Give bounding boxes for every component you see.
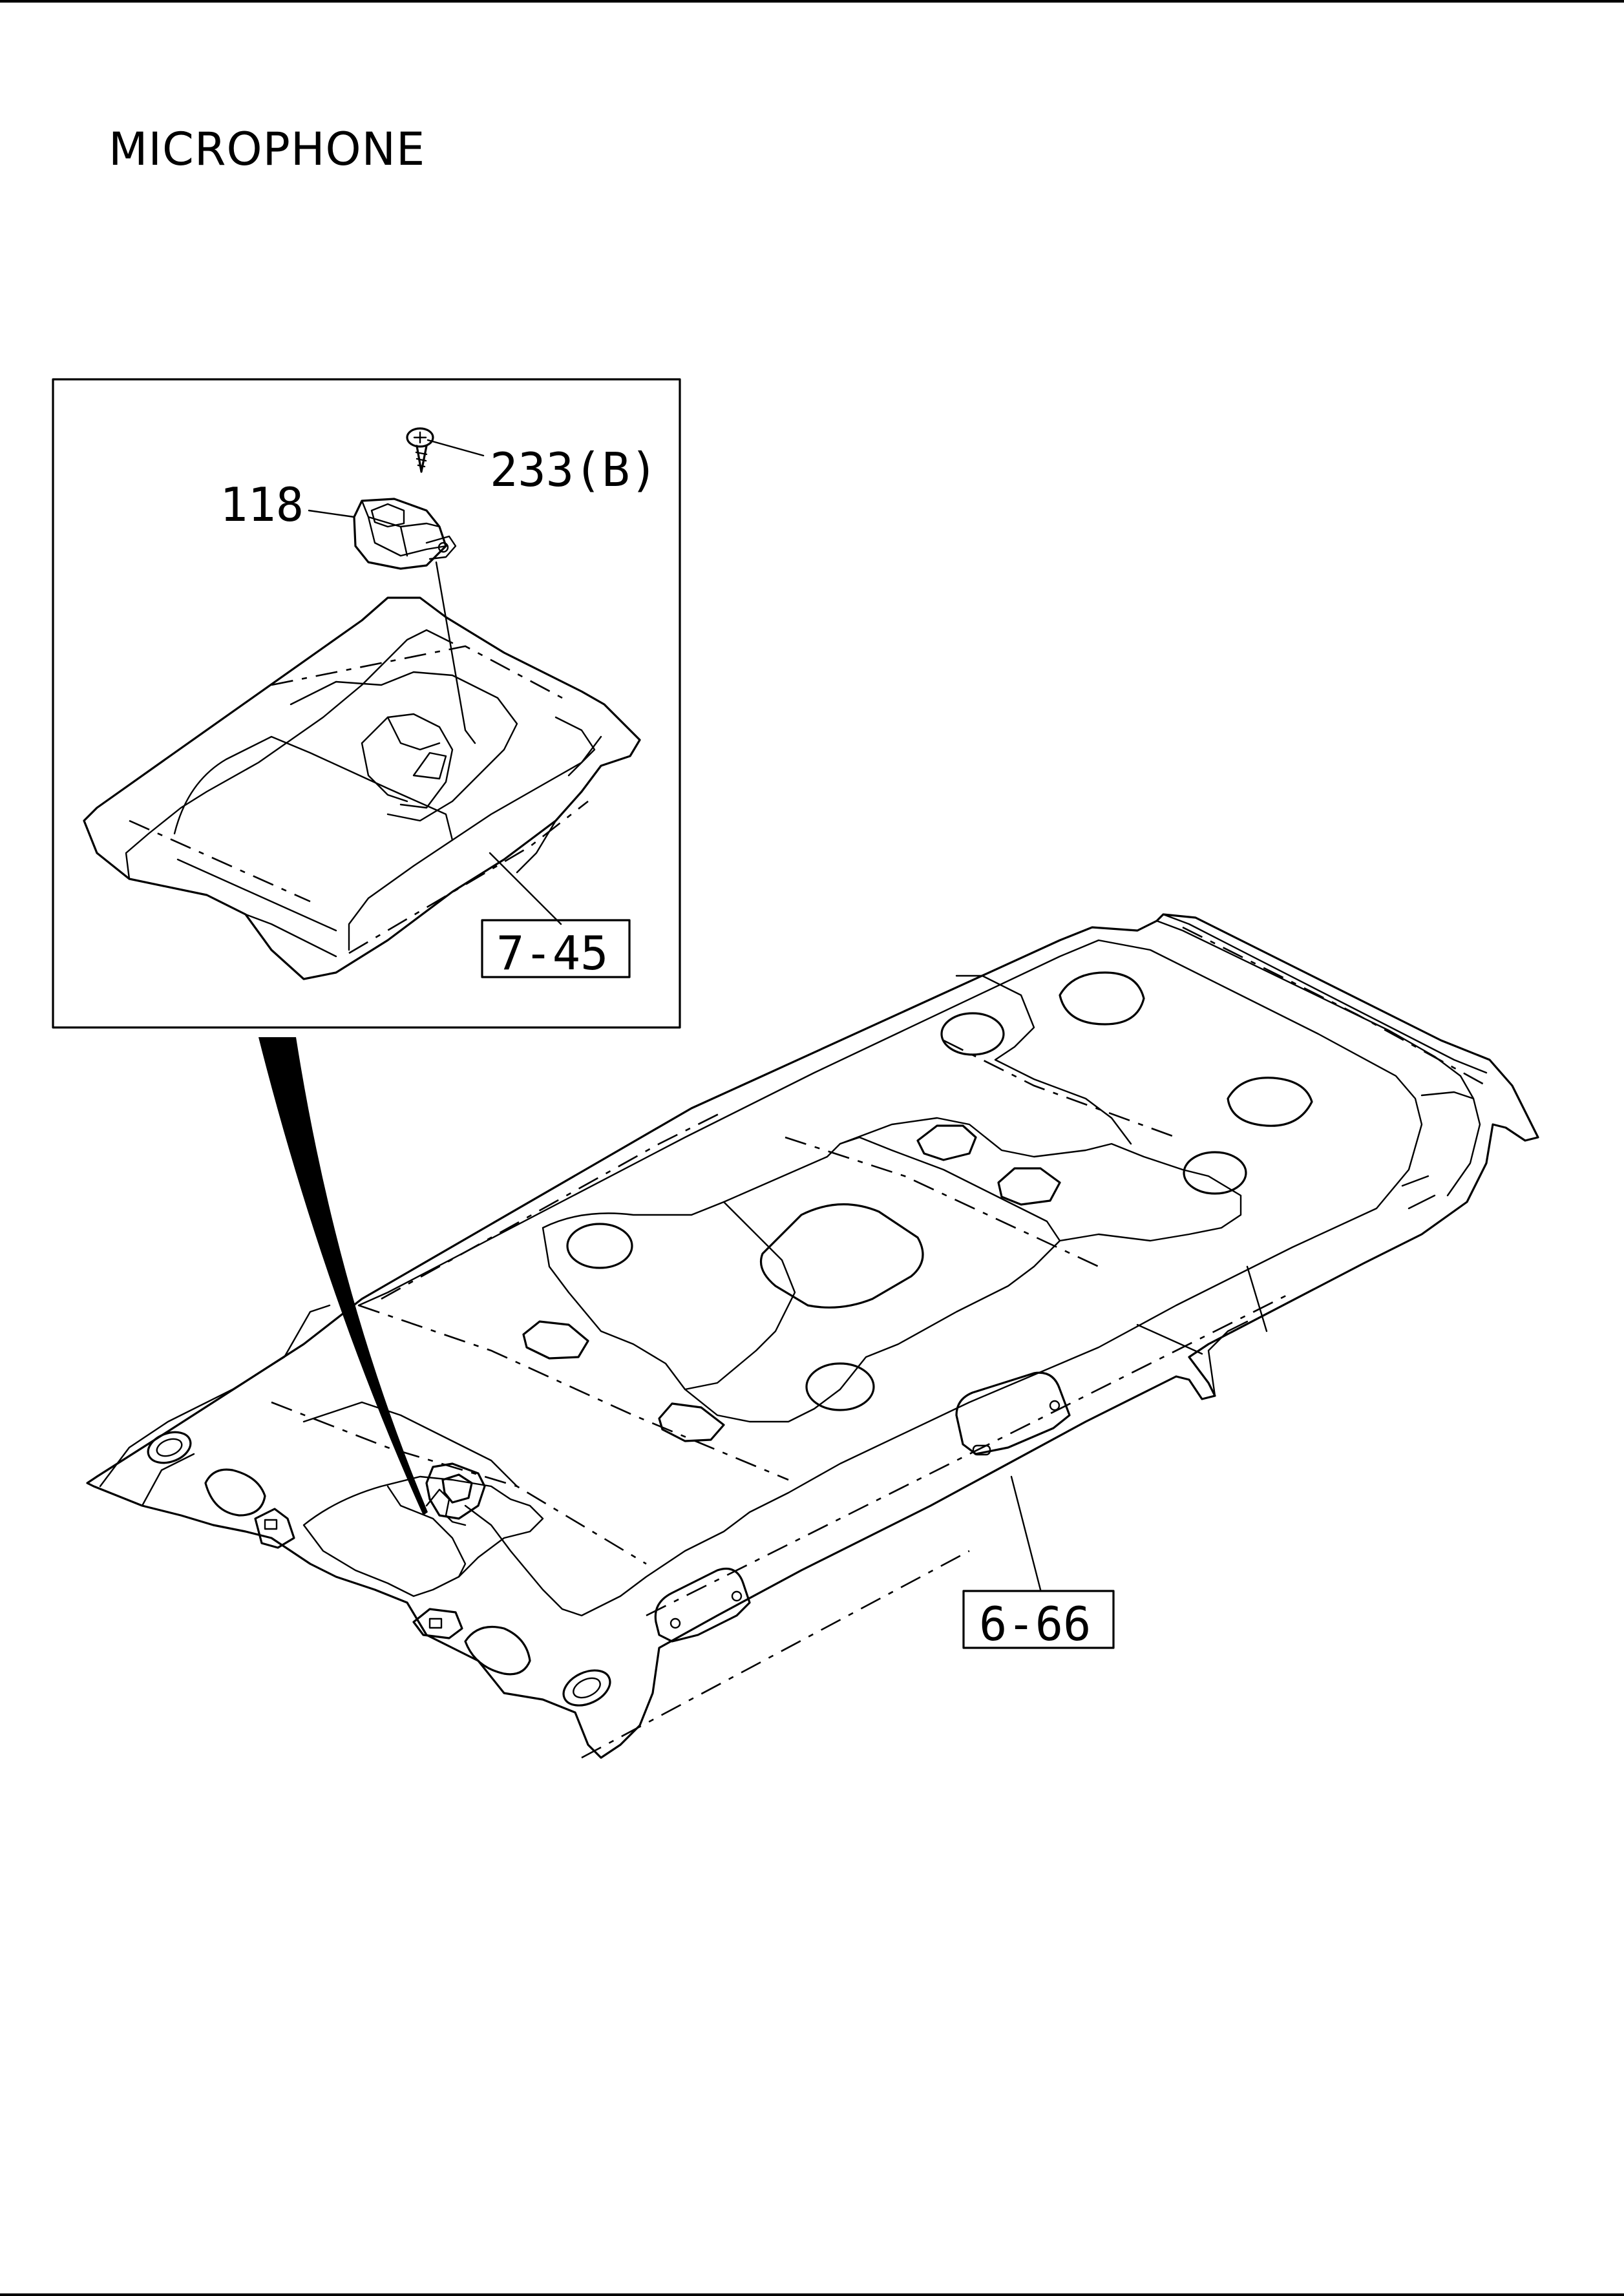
microphone-leader [308, 509, 355, 518]
roof-pad-3 [522, 1320, 589, 1360]
roof-opening-2 [940, 1012, 1005, 1056]
roof-opening-1 [1059, 971, 1145, 1026]
screw-leader [427, 439, 485, 457]
callout-118: 118 [220, 478, 304, 532]
front-opening-2 [204, 1468, 266, 1517]
top-border [0, 0, 1624, 3]
callout-7-45: 7-45 [496, 926, 608, 980]
roof-opening-6 [805, 1362, 875, 1411]
microphone-part [353, 498, 457, 570]
overhead-console-drawing [83, 596, 641, 980]
callout-box-6-66 [962, 1590, 1115, 1649]
detail-pointer-wedge [258, 1037, 428, 1515]
page-title: MICROPHONE [109, 123, 426, 176]
roof-opening-5 [566, 1223, 633, 1269]
roof-pad-1 [916, 1124, 977, 1161]
front-clip-2 [412, 1608, 463, 1639]
inset-frame [52, 378, 681, 1029]
screw-part [406, 427, 434, 473]
detail-inset: 118 233(B) 7-45 [52, 378, 681, 1029]
roof-opening-3 [1227, 1077, 1313, 1127]
dome-light-opening [759, 1203, 924, 1309]
assist-grip-boss-right [955, 1371, 1071, 1455]
roof-opening-4 [1183, 1151, 1247, 1195]
mount-guide-line [435, 561, 476, 744]
roof-pad-2 [997, 1167, 1061, 1206]
headliner-leader [1010, 1475, 1042, 1591]
roof-pad-4 [658, 1402, 725, 1442]
assist-grip-boss-left [654, 1567, 751, 1643]
headliner-drawing [86, 913, 1539, 1759]
callout-6-66: 6-66 [979, 1597, 1091, 1651]
front-opening-3 [464, 1625, 531, 1676]
bottom-border [0, 2293, 1624, 2296]
front-clip-1 [254, 1508, 295, 1549]
callout-233b: 233(B) [490, 443, 658, 497]
front-opening-1 [147, 1431, 192, 1464]
front-opening-4 [562, 1669, 611, 1707]
console-leader [489, 852, 562, 925]
callout-box-7-45 [481, 919, 631, 978]
